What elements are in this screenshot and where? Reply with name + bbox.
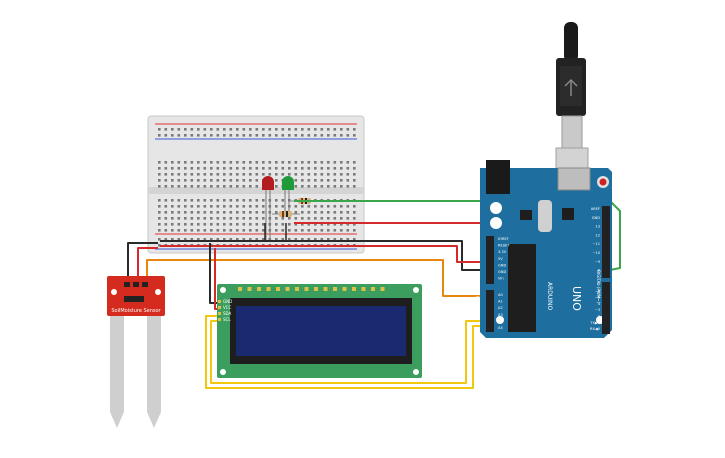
arduino-pin-label: 8 bbox=[598, 269, 601, 273]
resistor-2[interactable] bbox=[272, 211, 300, 217]
wire-red[interactable] bbox=[160, 245, 486, 263]
arduino-pin-label: ~9 bbox=[595, 260, 601, 264]
wire-orange[interactable] bbox=[146, 259, 486, 297]
arduino-pin-label: A3 bbox=[498, 313, 503, 317]
analog-header bbox=[486, 290, 494, 332]
atmega-chip bbox=[508, 244, 536, 332]
lcd-pin-label: GND bbox=[223, 299, 232, 304]
arduino-pin-label: A2 bbox=[498, 306, 503, 310]
arduino-power-label: POWER bbox=[475, 235, 480, 250]
arduino-pin-label: RX◀0 bbox=[590, 327, 601, 331]
arduino-pin-label: 5V bbox=[498, 257, 503, 261]
wire-yellow[interactable] bbox=[205, 315, 486, 389]
arduino-pin-label: ~5 bbox=[595, 296, 600, 300]
arduino-pin-label: 2 bbox=[598, 315, 600, 319]
arduino-pin-label: AREF bbox=[591, 207, 600, 211]
usb-port bbox=[557, 167, 591, 191]
arduino-pin-label: IOREF bbox=[498, 237, 509, 241]
green-led[interactable] bbox=[282, 176, 294, 214]
digital-header-top bbox=[602, 206, 610, 278]
arduino-pin-label: A1 bbox=[498, 300, 503, 304]
arduino-pin-label: 4 bbox=[598, 302, 601, 306]
usb-icon bbox=[564, 78, 578, 96]
sensor-label: SoilMoisture Sensor bbox=[111, 308, 161, 314]
reset-button bbox=[599, 178, 607, 186]
arduino-pin-label: A4 bbox=[498, 319, 503, 323]
arduino-digital-label: DIGITAL (PWM~) bbox=[596, 270, 601, 304]
soil-moisture-sensor[interactable]: SoilMoisture Sensor bbox=[107, 276, 165, 428]
arduino-pin-label: A5 bbox=[498, 326, 503, 330]
arduino-analog-label: ANALOG IN bbox=[475, 296, 480, 318]
lcd-pin-label: VCC bbox=[223, 305, 232, 310]
red-led[interactable] bbox=[262, 176, 274, 242]
arduino-pin-label: ~11 bbox=[592, 242, 600, 246]
wire-red[interactable] bbox=[137, 247, 158, 282]
arduino-pin-label: ~3 bbox=[595, 308, 600, 312]
arduino-pin-label: ~10 bbox=[592, 251, 600, 255]
arduino-pin-label: ~6 bbox=[595, 289, 601, 293]
arduino-pin-label: GND bbox=[498, 263, 506, 267]
arduino-pin-label: GND bbox=[592, 216, 600, 220]
lcd-pin-label: SDA bbox=[223, 311, 232, 316]
arduino-pin-label: GND bbox=[498, 270, 506, 274]
power-header bbox=[486, 236, 494, 284]
digital-header-bottom bbox=[602, 282, 610, 334]
arduino-brand: ARDUINO bbox=[546, 282, 553, 311]
wire-yellow[interactable] bbox=[210, 320, 486, 384]
wire-black[interactable] bbox=[160, 240, 486, 271]
arduino-pin-label: RESET bbox=[498, 244, 510, 248]
lcd-pin-label: SCL bbox=[223, 317, 231, 322]
usb-cable bbox=[555, 22, 589, 191]
arduino-pin-label: 12 bbox=[595, 233, 600, 237]
wire-black[interactable] bbox=[127, 242, 158, 282]
arduino-pin-label: A0 bbox=[498, 293, 503, 297]
power-jack bbox=[486, 160, 510, 194]
arduino-pin-label: TX▶1 bbox=[589, 321, 600, 325]
arduino-pin-label: 13 bbox=[595, 225, 600, 229]
arduino-pin-label: Vin bbox=[498, 277, 504, 281]
arduino-pin-label: 3.3V bbox=[498, 250, 507, 254]
breadboard bbox=[147, 115, 365, 254]
arduino-pin-label: 7 bbox=[598, 283, 600, 287]
arduino-model: UNO bbox=[570, 286, 583, 311]
